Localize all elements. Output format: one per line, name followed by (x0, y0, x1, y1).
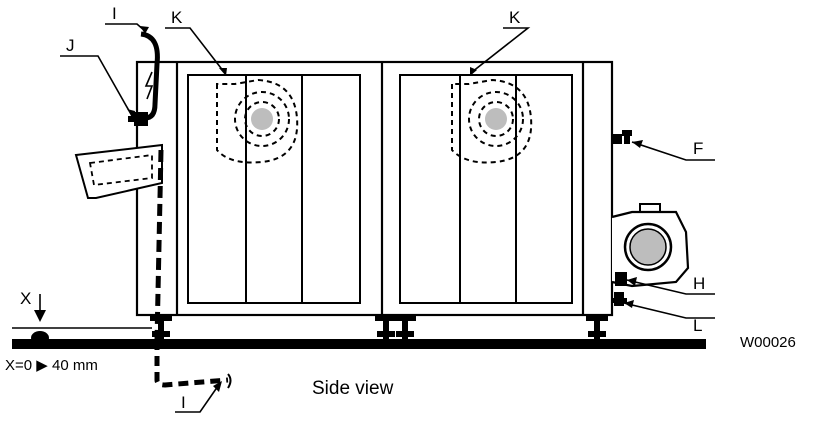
cabinet (135, 60, 614, 317)
valve-F (612, 130, 632, 144)
label-F: F (693, 139, 703, 158)
side-hood (74, 143, 163, 199)
fitting-L (611, 292, 627, 306)
cable-I (140, 31, 232, 389)
fitting-J (128, 112, 148, 126)
level-point (31, 331, 49, 345)
right-panel (399, 74, 573, 304)
fan-right-hub (485, 108, 507, 130)
base-rail (12, 339, 706, 349)
label-H: H (693, 274, 705, 293)
foot-1 (150, 316, 172, 339)
fan-right (451, 78, 533, 164)
fitting-H (615, 272, 627, 286)
label-X: X (20, 289, 31, 308)
feet (150, 316, 608, 339)
label-K-right: K (509, 8, 521, 27)
motor (611, 203, 690, 288)
label-I-top: I (112, 4, 117, 23)
figure-code: W00026 (740, 334, 796, 351)
diagram-caption: Side view (312, 378, 394, 399)
foot-2 (375, 316, 397, 339)
leader-lines (12, 23, 715, 413)
dimension-arrow-icon (34, 310, 46, 322)
foot-3 (394, 316, 416, 339)
left-panel (187, 74, 361, 304)
dimension-range: X=0 ▶ 40 mm (5, 357, 98, 374)
label-J: J (66, 36, 75, 55)
label-K-left: K (171, 8, 183, 27)
label-L: L (693, 316, 702, 335)
electric-symbol-icon (144, 71, 154, 100)
fan-left-hub (251, 108, 273, 130)
fan-left (216, 78, 299, 164)
leader-arrowheads (127, 26, 643, 392)
foot-4 (586, 316, 608, 339)
label-I-bottom: I (181, 393, 186, 412)
